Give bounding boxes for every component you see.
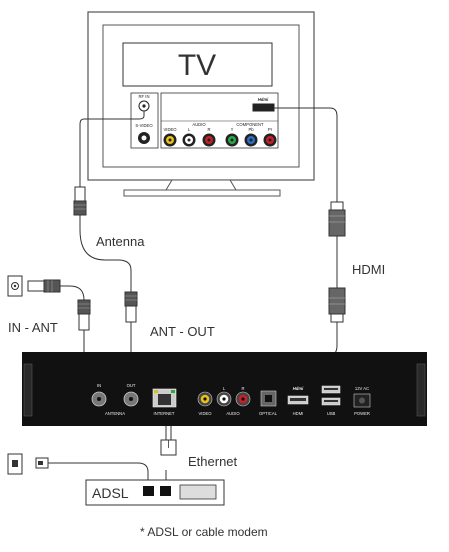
- modem-phone-port: [143, 486, 154, 496]
- box-hdmi-label: HDMI: [293, 411, 304, 416]
- box-internet-led: [154, 390, 158, 393]
- tv-title: TV: [178, 49, 216, 82]
- wall-socket-jack: [12, 460, 18, 467]
- tv-port-panel-right: [160, 92, 279, 149]
- box-internet-label: INTERNET: [154, 411, 175, 416]
- tv-hdmi-logo: Hdmi: [258, 97, 269, 102]
- tv-y-port-pin: [230, 138, 234, 142]
- coax-plug-grip: [73, 200, 87, 216]
- ethernet-label: Ethernet: [188, 454, 238, 469]
- adsl-modem: ADSL: [85, 479, 225, 506]
- box-ac-label: 12V AC: [355, 386, 369, 391]
- tv-title-box: [122, 42, 273, 87]
- tv-rf-in-label: RF IN: [139, 94, 150, 99]
- hdmi-plug-upper: [328, 201, 346, 237]
- box-internet-port-slot: [158, 394, 171, 405]
- tv-pb-port-pin: [249, 138, 253, 142]
- hdmi-plug-head: [330, 201, 344, 211]
- coax-plug-body: [125, 305, 137, 323]
- box-out-port-pin: [129, 397, 133, 401]
- tv-hdmi-port: [252, 103, 275, 112]
- tv-video-label: VIDEO: [163, 127, 177, 132]
- box-video-port-pin: [203, 397, 207, 401]
- box-hdmi-logo: Hdmi: [293, 386, 304, 391]
- box-power-port-pin: [359, 397, 365, 404]
- coax-plug-tv: [73, 186, 87, 216]
- box-optical-port-inner: [265, 395, 272, 402]
- hdmi-cable: [274, 107, 338, 202]
- tv-s-video-label: S-VIDEO: [135, 123, 153, 128]
- box-audio-label: AUDIO: [226, 411, 240, 416]
- tv-pr-port-pin: [268, 138, 272, 142]
- ethernet-plug: [160, 439, 177, 456]
- box-video-label: VIDEO: [198, 411, 212, 416]
- antenna-label: Antenna: [96, 234, 145, 249]
- box-antenna-label: ANTENNA: [105, 411, 125, 416]
- tv-pr-label: Pr: [268, 127, 273, 132]
- coax-plug-body: [27, 280, 45, 292]
- modem-ethernet-port: [160, 486, 171, 496]
- in-ant-label: IN - ANT: [8, 320, 58, 335]
- coax-plug-body: [74, 186, 86, 202]
- set-top-box: IN OUT ANTENNA INTERNET L R VIDEO AUDIO …: [22, 352, 427, 426]
- phone-cable: [48, 462, 149, 486]
- box-in-port-pin: [97, 397, 101, 401]
- antenna-cable: [79, 111, 145, 392]
- box-l-label: L: [223, 386, 226, 391]
- coax-plug-body: [78, 313, 90, 331]
- coax-plug-grip: [77, 299, 91, 315]
- hdmi-plug-lower: [328, 287, 346, 323]
- phone-plug-tip: [38, 461, 43, 465]
- hdmi-label: HDMI: [352, 262, 385, 277]
- tv-rf-in-pin: [142, 104, 146, 108]
- coax-plug-grip: [124, 291, 138, 307]
- tv-rca-ports: [163, 133, 277, 147]
- tv-y-label: Y: [231, 127, 234, 132]
- tv-base: [123, 189, 281, 197]
- tv-video-port-pin: [168, 138, 172, 142]
- phone-wall-socket: [7, 453, 23, 475]
- hdmi-plug-head: [330, 313, 344, 323]
- antenna-wall-socket: [7, 275, 23, 297]
- box-audio-r-port-pin: [241, 397, 245, 401]
- ant-out-label: ANT - OUT: [150, 324, 215, 339]
- tv-audio-l-port-pin: [187, 138, 191, 142]
- box-body: [22, 352, 427, 426]
- hdmi-plug-body: [328, 287, 346, 315]
- box-out-label: OUT: [127, 383, 136, 388]
- box-hdmi-port-slot: [290, 398, 306, 401]
- tv-audio-l-label: L: [188, 127, 191, 132]
- footnote: * ADSL or cable modem: [140, 525, 268, 539]
- box-internet-led: [171, 390, 175, 393]
- coax-plug-box-in: [77, 299, 91, 331]
- tv-audio-r-port-pin: [207, 138, 211, 142]
- coax-plug-box-out: [124, 291, 138, 323]
- tv-audio-label: AUDIO: [192, 122, 206, 127]
- tv-pb-label: Pb: [248, 127, 254, 132]
- box-foot-right: [416, 363, 426, 417]
- tv-stand: [165, 179, 237, 191]
- tv-component-label: COMPONENT: [236, 122, 264, 127]
- box-usb-port-1-slot: [324, 388, 338, 390]
- box-usb-label: USB: [327, 411, 336, 416]
- hdmi-plug-body: [328, 209, 346, 237]
- box-foot-left: [23, 363, 33, 417]
- tv-s-video-inner: [141, 135, 147, 141]
- modem-label: ADSL: [92, 485, 129, 501]
- coax-plug-wall: [27, 279, 61, 293]
- box-usb-port-2-slot: [324, 400, 338, 402]
- box-audio-l-port-pin: [222, 397, 226, 401]
- wall-socket-pin: [13, 284, 17, 288]
- box-r-label: R: [241, 386, 244, 391]
- box-optical-label: OPTICAL: [259, 411, 278, 416]
- modem-display: [179, 484, 217, 500]
- box-in-label: IN: [97, 383, 101, 388]
- box-power-label: POWER: [354, 411, 370, 416]
- tv: TV RF IN S-VIDEO Hdmi AUDIO COMPONENT VI…: [87, 11, 315, 197]
- tv-audio-r-label: R: [207, 127, 210, 132]
- phone-plug: [35, 457, 49, 469]
